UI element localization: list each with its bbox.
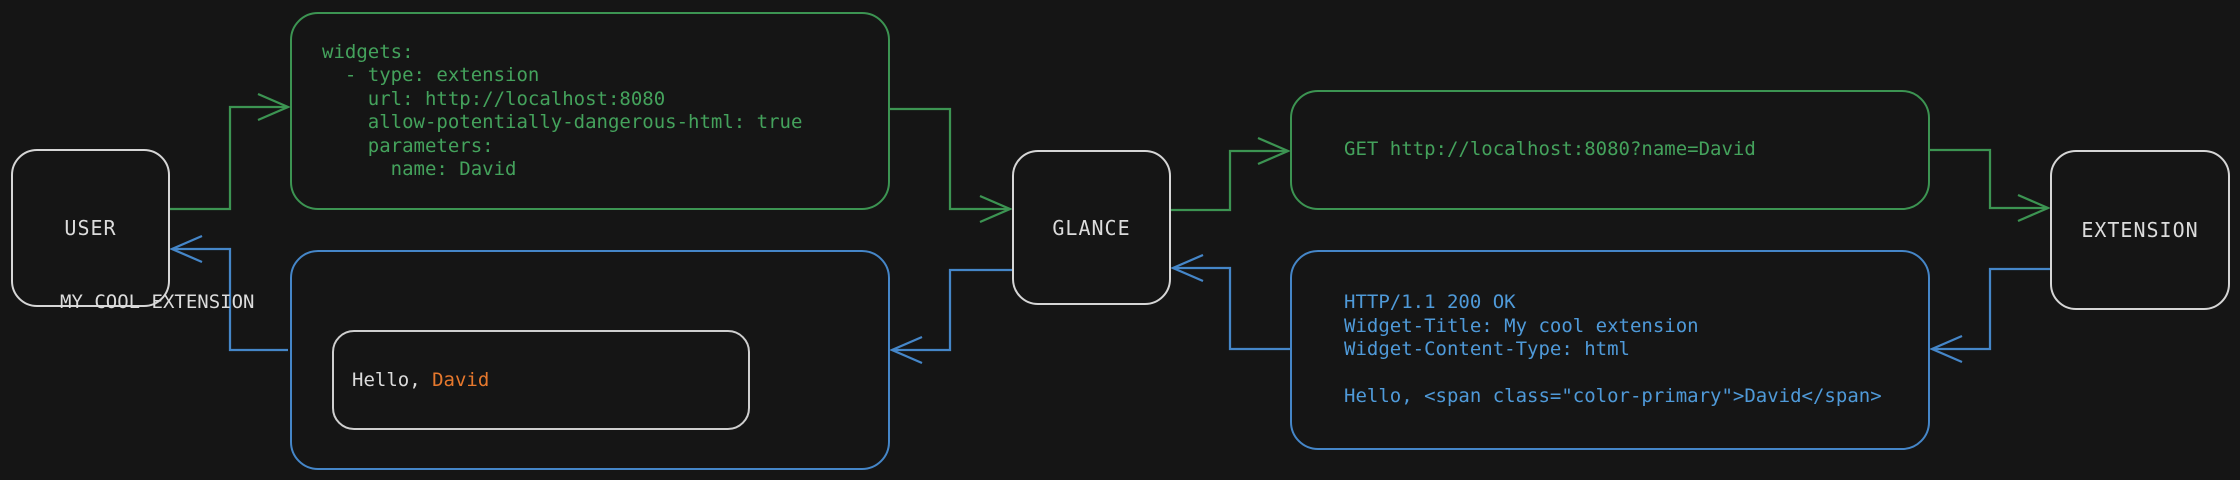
- extension-node-label: EXTENSION: [2081, 218, 2199, 242]
- widget-inner-card: Hello, David: [332, 330, 750, 430]
- request-code-box: GET http://localhost:8080?name=David: [1290, 90, 1930, 210]
- extension-node: EXTENSION: [2050, 150, 2230, 310]
- connector-config-to-glance: [890, 107, 1013, 224]
- arrow-left-icon: [889, 335, 923, 365]
- arrow-right-icon: [979, 194, 1013, 224]
- widget-preview-box: [290, 250, 890, 470]
- arrow-right-icon: [257, 92, 291, 122]
- connector-widget-to-user: [169, 234, 288, 352]
- connector-response-to-glance: [1170, 253, 1290, 351]
- connector-glance-to-widget: [889, 268, 1012, 365]
- http-response-code: HTTP/1.1 200 OK Widget-Title: My cool ex…: [1344, 291, 1882, 408]
- glance-node: GLANCE: [1012, 150, 1171, 305]
- connector-glance-to-request: [1171, 136, 1291, 212]
- connector-user-to-config: [170, 92, 291, 211]
- greeting-name: David: [432, 369, 490, 391]
- yaml-config-code: widgets: - type: extension url: http://l…: [322, 40, 803, 181]
- greeting-prefix: Hello,: [352, 369, 433, 391]
- arrow-right-icon: [2017, 193, 2051, 223]
- connector-request-to-extension: [1930, 148, 2051, 223]
- glance-node-label: GLANCE: [1052, 215, 1131, 240]
- widget-title: MY COOL EXTENSION: [60, 291, 255, 313]
- arrow-left-icon: [1929, 334, 1963, 364]
- greeting-text: Hello, David: [352, 369, 489, 391]
- config-code-box: widgets: - type: extension url: http://l…: [290, 12, 890, 210]
- response-code-box: HTTP/1.1 200 OK Widget-Title: My cool ex…: [1290, 250, 1930, 450]
- user-node-label: USER: [64, 216, 117, 240]
- arrow-right-icon: [1257, 136, 1291, 166]
- http-request-code: GET http://localhost:8080?name=David: [1344, 138, 1756, 161]
- user-node: USER: [11, 149, 170, 307]
- arrow-left-icon: [1170, 253, 1204, 283]
- arrow-left-icon: [169, 234, 203, 264]
- connector-extension-to-response: [1929, 267, 2050, 364]
